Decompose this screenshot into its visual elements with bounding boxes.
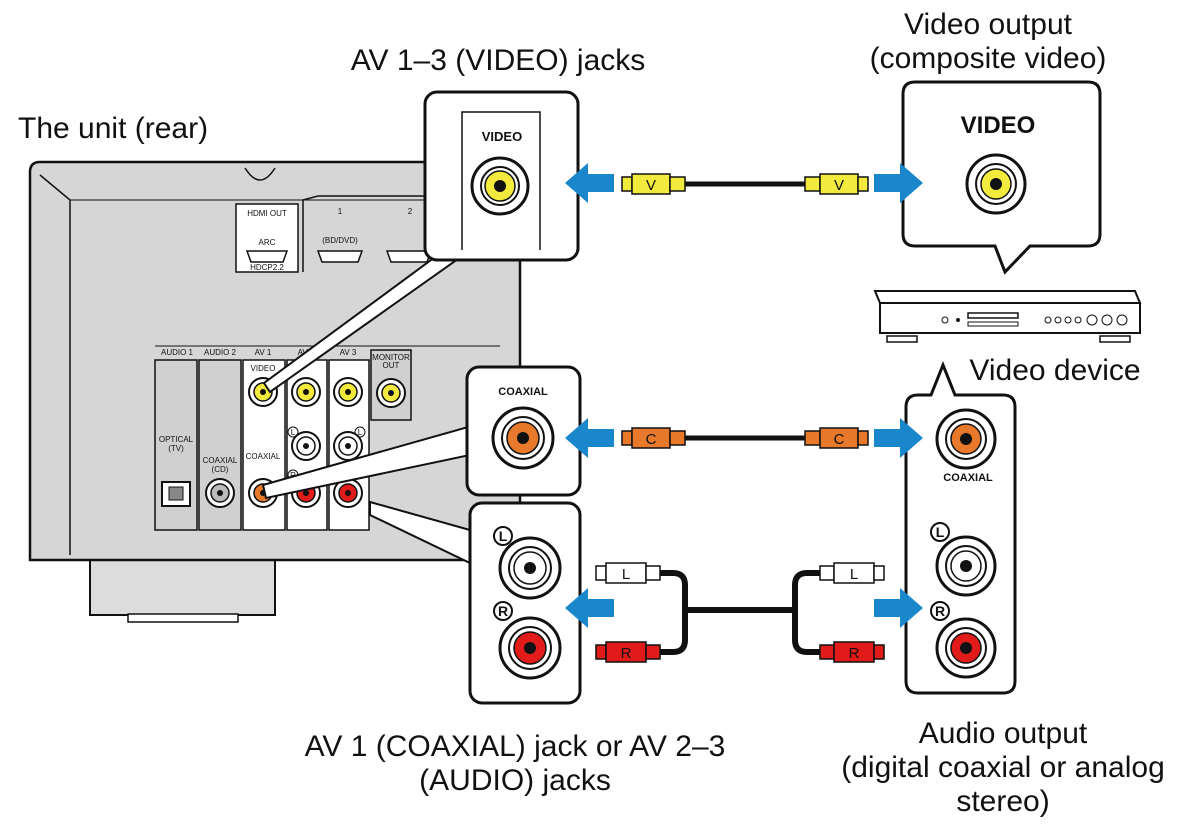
analog-stereo-cable: L R L R [595,562,885,663]
unit-coaxial-callout: COAXIAL [465,365,582,497]
hdmi-in-1-label: 1 [338,207,343,216]
coaxial-cd-label: COAXIAL [203,456,238,465]
unit-video-callout-label: VIDEO [482,129,522,144]
hdmi-in-1-port[interactable] [316,250,364,263]
audio2-label: AUDIO 2 [204,348,237,357]
audio-output-label-2: (digital coaxial or analog [841,751,1165,784]
device-audio-callout: COAXIAL L R [904,360,1017,695]
unit-rear-panel: HDMI OUT ARC HDCP2.2 1 2 HD (BD/DVD) AUD… [28,160,522,623]
video-device-illustration [873,290,1142,343]
right-plug-unit-label: R [621,645,632,662]
unit-foot [89,559,276,616]
arrow-left-icon [565,418,614,458]
video-cable: V V [621,173,869,195]
hdmi-in-2-label: 2 [408,207,413,216]
coaxial-cable: C C [621,427,869,449]
device-right-marker: R [935,603,945,619]
device-coaxial-callout-jack [935,408,997,470]
arrow-right-icon [874,588,923,628]
coaxial-plug-left-label: C [646,431,657,448]
coaxial-plug-right-label: C [834,431,845,448]
av3-label: AV 3 [340,348,357,357]
optical-tv-label: (TV) [168,444,184,453]
av1-coaxial-label: COAXIAL [246,452,281,461]
monitor-out-jack[interactable] [376,378,406,408]
hdmi-out-label: HDMI OUT [247,209,287,218]
arrow-right-icon [874,418,923,458]
audio-output-label-3: stereo) [956,785,1049,818]
arrow-left-icon [565,588,614,628]
av1-label: AV 1 [255,348,272,357]
unit-right-marker: R [498,603,508,619]
device-video-callout-label: VIDEO [961,112,1036,139]
right-plug-device-label: R [849,645,860,662]
cd-label: (CD) [212,465,229,474]
hdmi-out-port[interactable] [245,250,289,263]
device-video-callout: VIDEO [901,80,1102,275]
unit-analog-callout: L R [468,501,582,705]
bd-dvd-label: (BD/DVD) [322,236,358,245]
av1-video-label: VIDEO [251,364,276,373]
av-audio-jacks-label-2: (AUDIO) jacks [419,764,611,797]
device-right-callout-jack [935,617,997,679]
video-plug-left-label: V [646,177,656,194]
av-video-jacks-label: AV 1–3 (VIDEO) jacks [351,44,646,77]
video-device-label: Video device [969,354,1140,387]
device-video-callout-jack [965,153,1027,215]
unit-coaxial-callout-label: COAXIAL [498,386,548,398]
av3-left-label: L [358,428,363,437]
unit-left-marker: L [499,528,508,544]
av3-video-jack[interactable] [333,377,363,407]
signal-arrows [565,163,923,628]
unit-right-callout-jack [498,616,562,680]
video-output-label-2: (composite video) [870,42,1107,75]
left-plug-unit-label: L [622,566,630,583]
unit-rear-label: The unit (rear) [18,112,208,145]
monitor-out-label-2: OUT [383,361,400,370]
unit-video-callout: VIDEO [423,90,580,262]
av2-video-jack[interactable] [291,377,321,407]
av2-left-jack[interactable] [291,431,321,461]
unit-left-callout-jack [498,536,562,600]
unit-foot-base [127,613,239,623]
optical-label: OPTICAL [159,435,194,444]
av3-left-jack[interactable] [333,431,363,461]
hdcp-label: HDCP2.2 [250,263,284,272]
av-audio-jacks-label-1: AV 1 (COAXIAL) jack or AV 2–3 [305,730,726,763]
callout-leaders [261,244,472,565]
monitor-out-label-1: MONITOR [372,353,410,362]
device-left-marker: L [936,524,945,540]
device-coaxial-callout-label: COAXIAL [943,472,993,484]
audio1-label: AUDIO 1 [161,348,194,357]
unit-coaxial-callout-jack [491,406,555,470]
device-left-callout-jack [935,535,997,597]
arrow-right-icon [874,163,923,203]
coaxial-cd-jack[interactable] [205,478,235,508]
monitor-out-block [370,349,412,421]
left-plug-device-label: L [850,566,858,583]
video-output-label-1: Video output [904,8,1073,41]
video-plug-right-label: V [834,177,844,194]
audio-output-label-1: Audio output [919,717,1088,750]
av2-left-label: L [291,428,296,437]
arc-label: ARC [259,238,276,247]
arrow-left-icon [565,163,614,203]
unit-video-callout-jack [470,156,530,216]
